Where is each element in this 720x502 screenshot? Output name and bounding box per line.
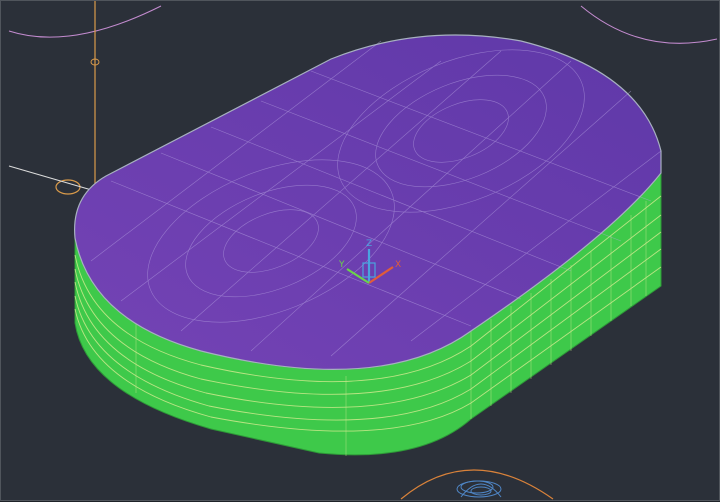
ucs-y-label: Y (338, 260, 345, 270)
axis-marker-small (90, 58, 100, 66)
ucs-x-axis (368, 266, 394, 284)
ucs-x-label: X (395, 260, 401, 270)
model-top-face (73, 34, 662, 371)
side-layer-lines (74, 195, 662, 432)
construction-line-left (8, 165, 96, 192)
top-left-arc (8, 5, 162, 38)
ucs-icon[interactable]: Z X Y (338, 239, 401, 284)
spiral-shape (456, 480, 502, 498)
top-mesh-lines (90, 40, 662, 357)
bottom-arc (400, 469, 554, 500)
top-right-arc (580, 5, 718, 44)
background-geometry (8, 1, 718, 500)
side-vertical-lines (135, 201, 647, 456)
ucs-z-label: Z (366, 239, 372, 249)
axis-marker-large (55, 179, 81, 195)
ucs-y-axis (346, 268, 370, 284)
ucs-origin-box (362, 262, 376, 278)
